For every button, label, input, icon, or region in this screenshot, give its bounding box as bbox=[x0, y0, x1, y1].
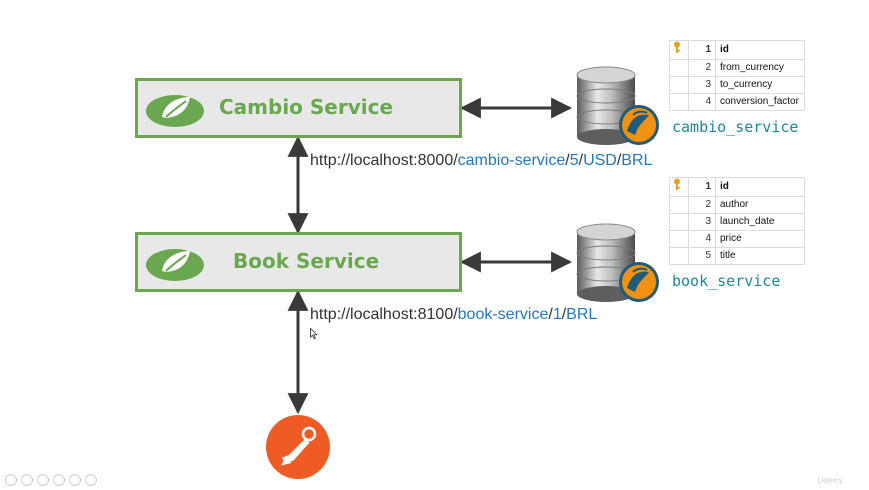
column-number: 1 bbox=[688, 40, 716, 60]
url-prefix: http://localhost:8000/ bbox=[310, 152, 458, 169]
column-name: id bbox=[715, 177, 805, 197]
spring-leaf-icon bbox=[146, 95, 204, 127]
url-path: book-service bbox=[457, 306, 549, 323]
url-param-id: 1 bbox=[552, 306, 562, 323]
primary-key-icon bbox=[669, 177, 689, 197]
key-cell bbox=[669, 59, 689, 77]
url-param-to: BRL bbox=[621, 152, 653, 169]
book-db-name: book_service bbox=[672, 272, 781, 290]
column-number: 2 bbox=[688, 59, 716, 77]
book-service-url: http://localhost:8100/book-service/1/BRL bbox=[310, 306, 597, 324]
column-name: id bbox=[715, 40, 805, 60]
column-number: 5 bbox=[688, 247, 716, 265]
key-cell bbox=[669, 196, 689, 214]
url-prefix: http://localhost:8100/ bbox=[310, 306, 458, 323]
column-name: conversion_factor bbox=[715, 93, 805, 111]
primary-key-icon bbox=[669, 40, 689, 60]
book-service-box bbox=[135, 232, 462, 292]
url-param-from: USD bbox=[583, 152, 617, 169]
url-separator: / bbox=[548, 306, 553, 323]
column-name: to_currency bbox=[715, 76, 805, 94]
column-name: author bbox=[715, 196, 805, 214]
url-separator: / bbox=[616, 152, 622, 169]
zoom-icon[interactable] bbox=[69, 474, 81, 486]
url-separator: / bbox=[561, 306, 567, 323]
column-number: 4 bbox=[688, 93, 716, 111]
url-separator: / bbox=[565, 152, 570, 169]
book-service-title: Book Service bbox=[233, 249, 380, 273]
pen-tool-icon[interactable] bbox=[37, 474, 49, 486]
slides-overview-icon[interactable] bbox=[53, 474, 65, 486]
url-param-amount: 5 bbox=[569, 152, 579, 169]
column-number: 3 bbox=[688, 213, 716, 231]
column-name: launch_date bbox=[715, 213, 805, 231]
column-number: 1 bbox=[688, 177, 716, 197]
column-number: 2 bbox=[688, 196, 716, 214]
column-number: 3 bbox=[688, 76, 716, 94]
url-param-currency: BRL bbox=[566, 306, 598, 323]
more-options-icon[interactable] bbox=[85, 474, 97, 486]
cambio-service-title: Cambio Service bbox=[219, 95, 394, 119]
mysql-database-icon bbox=[576, 223, 659, 302]
key-cell bbox=[669, 213, 689, 231]
next-slide-icon[interactable] bbox=[21, 474, 33, 486]
postman-icon bbox=[266, 415, 330, 479]
key-cell bbox=[669, 230, 689, 248]
key-cell bbox=[669, 76, 689, 94]
url-separator: / bbox=[578, 152, 584, 169]
spring-leaf-icon bbox=[146, 249, 204, 281]
url-path: cambio-service bbox=[457, 152, 566, 169]
previous-slide-icon[interactable] bbox=[5, 474, 17, 486]
key-cell bbox=[669, 93, 689, 111]
mouse-cursor-icon bbox=[310, 328, 318, 340]
udemy-watermark: Udemy bbox=[817, 476, 843, 485]
column-name: from_currency bbox=[715, 59, 805, 77]
cambio-db-name: cambio_service bbox=[672, 118, 799, 136]
column-name: price bbox=[715, 230, 805, 248]
column-name: title bbox=[715, 247, 805, 265]
column-number: 4 bbox=[688, 230, 716, 248]
cambio-service-url: http://localhost:8000/cambio-service/5/U… bbox=[310, 152, 652, 170]
mysql-database-icon bbox=[576, 66, 659, 145]
key-cell bbox=[669, 247, 689, 265]
slide-player-controls bbox=[5, 474, 97, 486]
